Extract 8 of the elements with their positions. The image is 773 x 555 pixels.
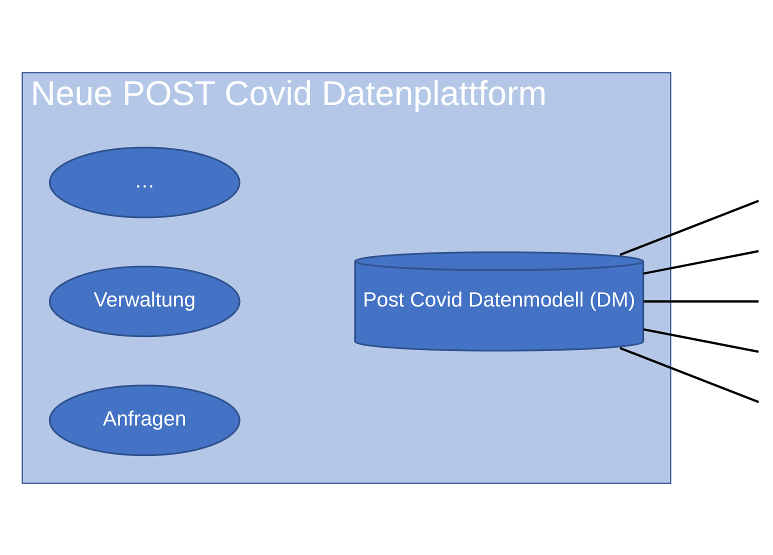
connector <box>643 250 759 274</box>
connector <box>620 199 760 256</box>
node-ellipse: Verwaltung <box>48 265 240 337</box>
connector <box>644 300 759 302</box>
node-ellipse: … <box>48 146 240 218</box>
connector <box>620 346 760 403</box>
connector <box>643 328 759 352</box>
node-ellipse: Anfragen <box>48 384 240 456</box>
